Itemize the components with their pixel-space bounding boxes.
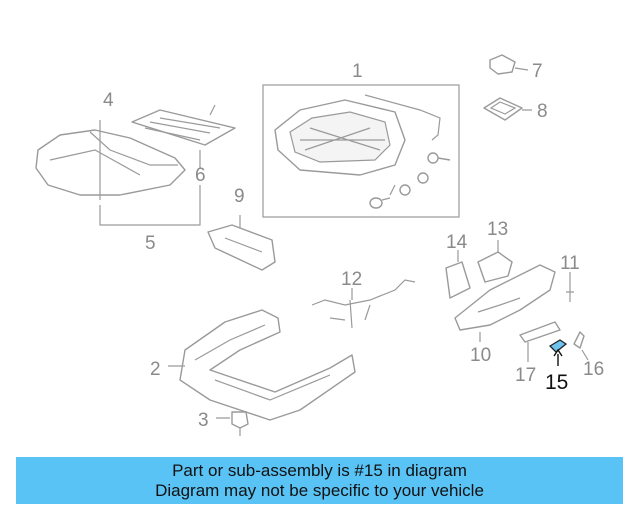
part-6-pad [131, 104, 236, 168]
callout-16: 16 [583, 359, 604, 380]
part-8-cover [483, 97, 532, 121]
part-3-bolt [216, 411, 249, 436]
part-12-harness [311, 279, 416, 329]
part-15-highlighted [548, 339, 568, 366]
info-banner: Part or sub-assembly is #15 in diagram D… [16, 457, 623, 504]
callout-5: 5 [145, 233, 156, 254]
callout-10: 10 [470, 345, 491, 366]
part-1-seat-frame [262, 84, 460, 218]
callout-4: 4 [103, 90, 114, 111]
part-10-shield [454, 264, 556, 342]
part-16-clip [573, 331, 589, 361]
part-11-screw [566, 272, 574, 302]
callout-3: 3 [198, 410, 209, 431]
banner-line-1: Part or sub-assembly is #15 in diagram [172, 461, 467, 480]
parts-diagram: 1 2 3 4 5 6 7 8 9 10 11 12 13 14 15 16 1… [35, 54, 604, 436]
part-4-cushion [35, 120, 201, 226]
callout-1: 1 [352, 61, 363, 82]
part-13-switch [477, 240, 513, 283]
callout-13: 13 [487, 219, 508, 240]
part-7-clip [489, 54, 529, 75]
part-9-trim [207, 215, 276, 271]
callout-15: 15 [545, 371, 568, 394]
callout-7: 7 [532, 61, 543, 82]
banner-line-2: Diagram may not be specific to your vehi… [155, 481, 484, 500]
part-14-bracket [445, 250, 471, 299]
callout-12: 12 [341, 269, 362, 290]
callout-2: 2 [150, 359, 161, 380]
callout-6: 6 [195, 165, 206, 186]
callout-8: 8 [537, 101, 548, 122]
callout-14: 14 [446, 232, 468, 253]
part-17-cover [519, 321, 561, 362]
callout-9: 9 [234, 186, 245, 207]
callout-17: 17 [515, 365, 536, 386]
callout-11: 11 [560, 253, 580, 274]
part-2-track [168, 309, 356, 421]
